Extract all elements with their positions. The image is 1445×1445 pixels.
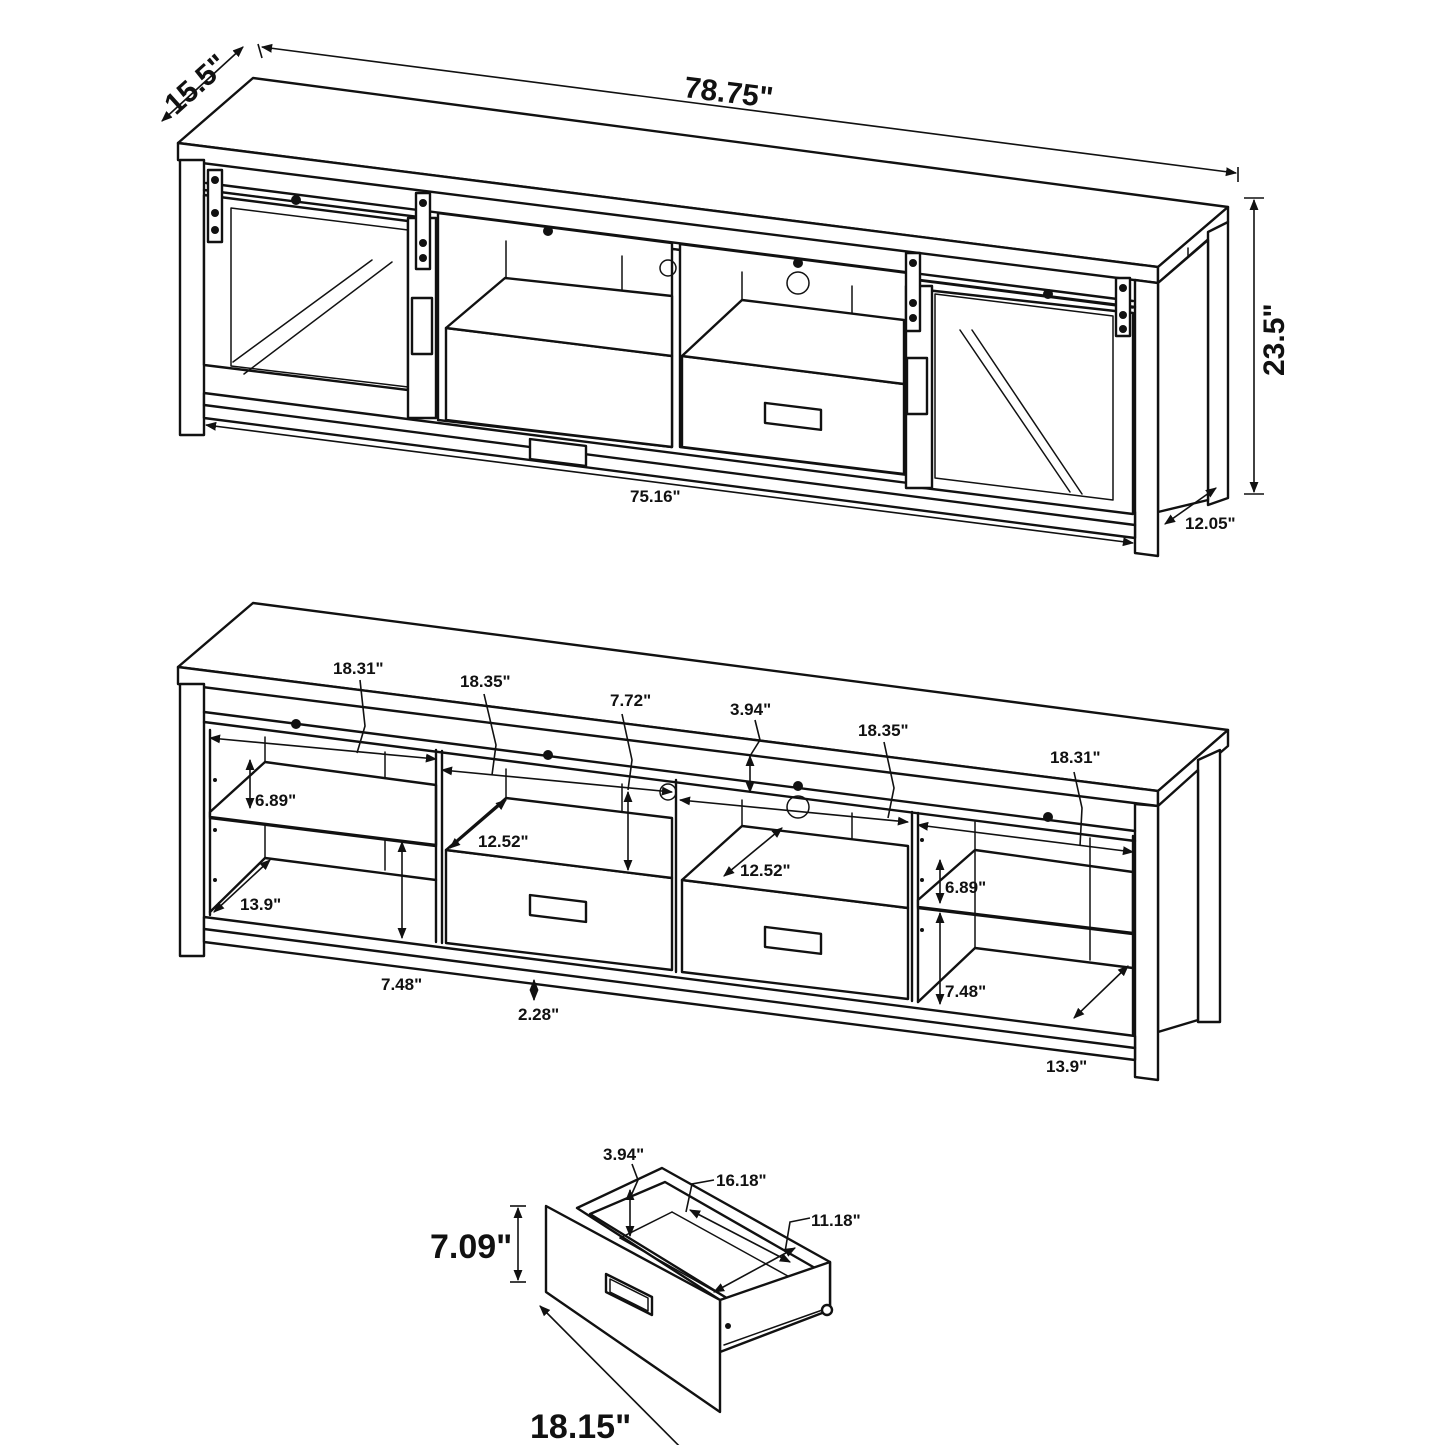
interior-right-upper-shelf-height-label: 6.89" [945, 878, 986, 897]
drawer-view: 7.09" 18.15" 3.94" 16.18" 11.18" [430, 1145, 861, 1445]
front-back-leg [1206, 220, 1230, 507]
front-side-panel [1156, 238, 1210, 514]
front-side-depth-dimension-line [1164, 487, 1217, 525]
drawer-inner-depth-label: 11.18" [811, 1211, 861, 1230]
interior-left-lower-shelf-height-label: 7.48" [381, 975, 422, 994]
drawer-runner-wheel [820, 1303, 834, 1317]
front-inner-width-dimension-line [204, 421, 1135, 547]
interior-side-panel [1156, 768, 1200, 1034]
front-left-shelf [444, 276, 674, 358]
interior-bottom-clearance-label: 2.28" [518, 1005, 559, 1024]
interior-left-leg [178, 682, 206, 958]
front-right-door-handle [905, 356, 929, 416]
interior-left-cabinet-width-label: 18.31" [333, 659, 384, 678]
drawer-height-label: 7.09" [430, 1228, 512, 1266]
front-right-leg [1133, 278, 1160, 558]
interior-right-cabinet-width-label: 18.31" [1050, 748, 1101, 767]
interior-shelf-pins [213, 719, 1053, 932]
front-left-leg [178, 158, 206, 437]
interior-left-drawer-bay-width-label: 18.35" [460, 672, 511, 691]
interior-left-shelf-depth-label: 13.9" [240, 895, 281, 914]
interior-view: 18.31" 18.35" 7.72" 3.94" 18.35" 18.31" … [176, 601, 1230, 1082]
front-depth-dimension-line [161, 46, 244, 122]
drawer-inner-width-label: 16.18" [716, 1171, 767, 1190]
interior-left-drawer-pull [528, 893, 588, 924]
drawer-inner-height-label: 3.94" [603, 1145, 644, 1164]
front-barn-hangers [206, 168, 1132, 338]
interior-right-drawer-pull [763, 925, 823, 956]
front-height-label: 23.5" [1258, 303, 1291, 376]
front-width-label: 78.75" [682, 71, 775, 115]
front-inner-width-label: 75.16" [630, 487, 681, 506]
interior-cord-hole-height-label: 3.94" [730, 700, 771, 719]
interior-back-leg [1196, 748, 1222, 1024]
front-side-depth-label: 12.05" [1185, 514, 1236, 533]
interior-top-side-edge [1156, 728, 1230, 808]
interior-right-lower-shelf-height-label: 7.48" [945, 982, 986, 1001]
drawer-width-label: 18.15" [530, 1408, 631, 1445]
drawer-width-dimension-line [539, 1305, 709, 1445]
interior-right-leg [1133, 802, 1160, 1082]
interior-right-drawer-bay-width-label: 18.35" [858, 721, 909, 740]
interior-right-shelf-depth-label: 13.9" [1046, 1057, 1087, 1076]
front-right-shelf [680, 298, 906, 386]
interior-right-drawer-depth-label: 12.52" [740, 861, 791, 880]
front-view: 78.75" 15.5" 23.5" 75.16" 12.05" [158, 43, 1291, 558]
front-left-door-handle [410, 296, 434, 356]
interior-left-upper-shelf-height-label: 6.89" [255, 791, 296, 810]
front-width-dimension-line [260, 43, 1238, 177]
interior-drawer-bay-height-label: 7.72" [610, 691, 651, 710]
interior-left-drawer-depth-label: 12.52" [478, 832, 529, 851]
